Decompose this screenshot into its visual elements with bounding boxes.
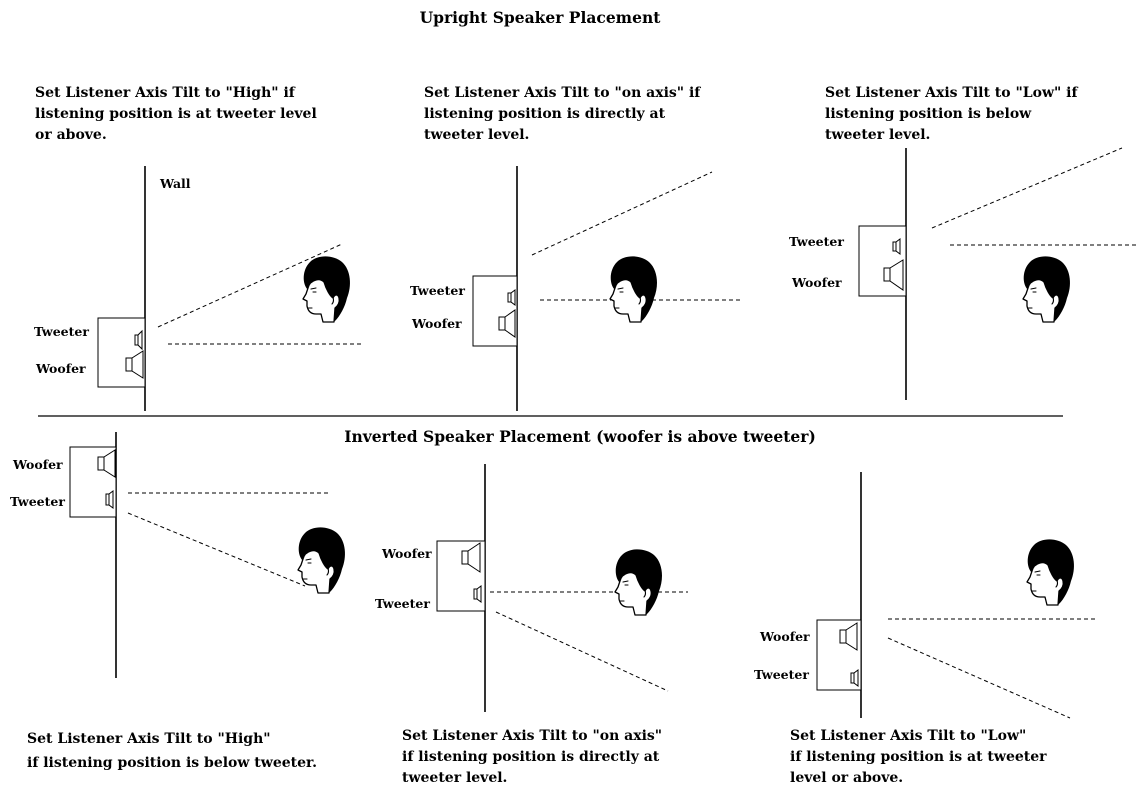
listener-head-icon: [302, 255, 351, 323]
woofer-label: Woofer: [791, 275, 842, 290]
caption-line: listening position is directly at: [424, 106, 666, 122]
woofer-icon: [498, 309, 516, 338]
woofer-label: Woofer: [381, 546, 432, 561]
tweeter-label: Tweeter: [375, 596, 430, 611]
caption-line: Set Listener Axis Tilt to "on axis" if: [424, 85, 701, 101]
speaker-cabinet-icon: [472, 275, 518, 347]
caption-line: Set Listener Axis Tilt to "Low": [790, 728, 1026, 744]
woofer-icon: [839, 622, 858, 651]
axis-line-dashed: [157, 243, 343, 328]
tweeter-icon: [892, 238, 901, 255]
tweeter-icon: [105, 490, 114, 509]
inverted-on-axis-panel: Woofer Tweeter Set Listener Axis Tilt to…: [375, 464, 688, 786]
tweeter-label: Tweeter: [410, 283, 465, 298]
inverted-title: Inverted Speaker Placement (woofer is ab…: [344, 427, 816, 446]
woofer-icon: [125, 350, 144, 379]
caption-line: Set Listener Axis Tilt to "on axis": [402, 728, 662, 744]
tweeter-icon: [507, 289, 516, 306]
woofer-label: Woofer: [411, 316, 462, 331]
upright-high-panel: Set Listener Axis Tilt to "High" if list…: [34, 85, 364, 411]
woofer-icon: [461, 542, 481, 573]
listener-head-icon: [297, 526, 346, 594]
caption-line: listening position is below: [825, 106, 1032, 122]
caption-line: tweeter level.: [825, 127, 930, 143]
tweeter-icon: [134, 329, 143, 351]
woofer-label: Woofer: [35, 361, 86, 376]
upright-title: Upright Speaker Placement: [420, 8, 662, 27]
upright-low-panel: Set Listener Axis Tilt to "Low" if liste…: [789, 85, 1138, 400]
caption-line: listening position is at tweeter level: [35, 106, 317, 122]
listener-head-icon: [609, 255, 658, 323]
caption-line: tweeter level.: [424, 127, 529, 143]
caption-line: Set Listener Axis Tilt to "Low" if: [825, 85, 1078, 101]
caption-line: if listening position is at tweeter: [790, 749, 1047, 765]
tweeter-label: Tweeter: [10, 494, 65, 509]
caption-line: level or above.: [790, 770, 903, 786]
speaker-cabinet-icon: [858, 225, 907, 297]
caption-line: Set Listener Axis Tilt to "High" if: [35, 85, 296, 101]
caption-line: or above.: [35, 127, 107, 143]
upright-on-axis-panel: Set Listener Axis Tilt to "on axis" if l…: [410, 85, 740, 411]
axis-line-dashed: [127, 512, 306, 587]
caption-line: if listening position is below tweeter.: [27, 755, 317, 771]
woofer-label: Woofer: [12, 457, 63, 472]
inverted-low-panel: Woofer Tweeter Set Listener Axis Tilt to…: [754, 472, 1095, 786]
woofer-icon: [97, 449, 116, 478]
listener-head-icon: [1026, 538, 1075, 606]
caption-line: tweeter level.: [402, 770, 507, 786]
tweeter-label: Tweeter: [34, 324, 89, 339]
inverted-high-panel: Woofer Tweeter Set Listener Axis Tilt to…: [10, 432, 346, 771]
tweeter-icon: [473, 585, 482, 603]
axis-line-dashed: [887, 637, 1071, 719]
axis-line-dashed: [931, 147, 1123, 229]
woofer-icon: [883, 259, 904, 291]
caption-line: Set Listener Axis Tilt to "High": [27, 731, 271, 747]
woofer-label: Woofer: [759, 629, 810, 644]
tweeter-label: Tweeter: [754, 667, 809, 682]
wall-label: Wall: [159, 176, 191, 191]
speaker-cabinet-icon: [97, 317, 146, 388]
tweeter-label: Tweeter: [789, 234, 844, 249]
listener-head-icon: [614, 548, 663, 616]
axis-line-dashed: [531, 171, 713, 256]
caption-line: if listening position is directly at: [402, 749, 660, 765]
axis-line-dashed: [495, 611, 669, 692]
tweeter-icon: [850, 669, 859, 687]
listener-head-icon: [1022, 255, 1071, 323]
